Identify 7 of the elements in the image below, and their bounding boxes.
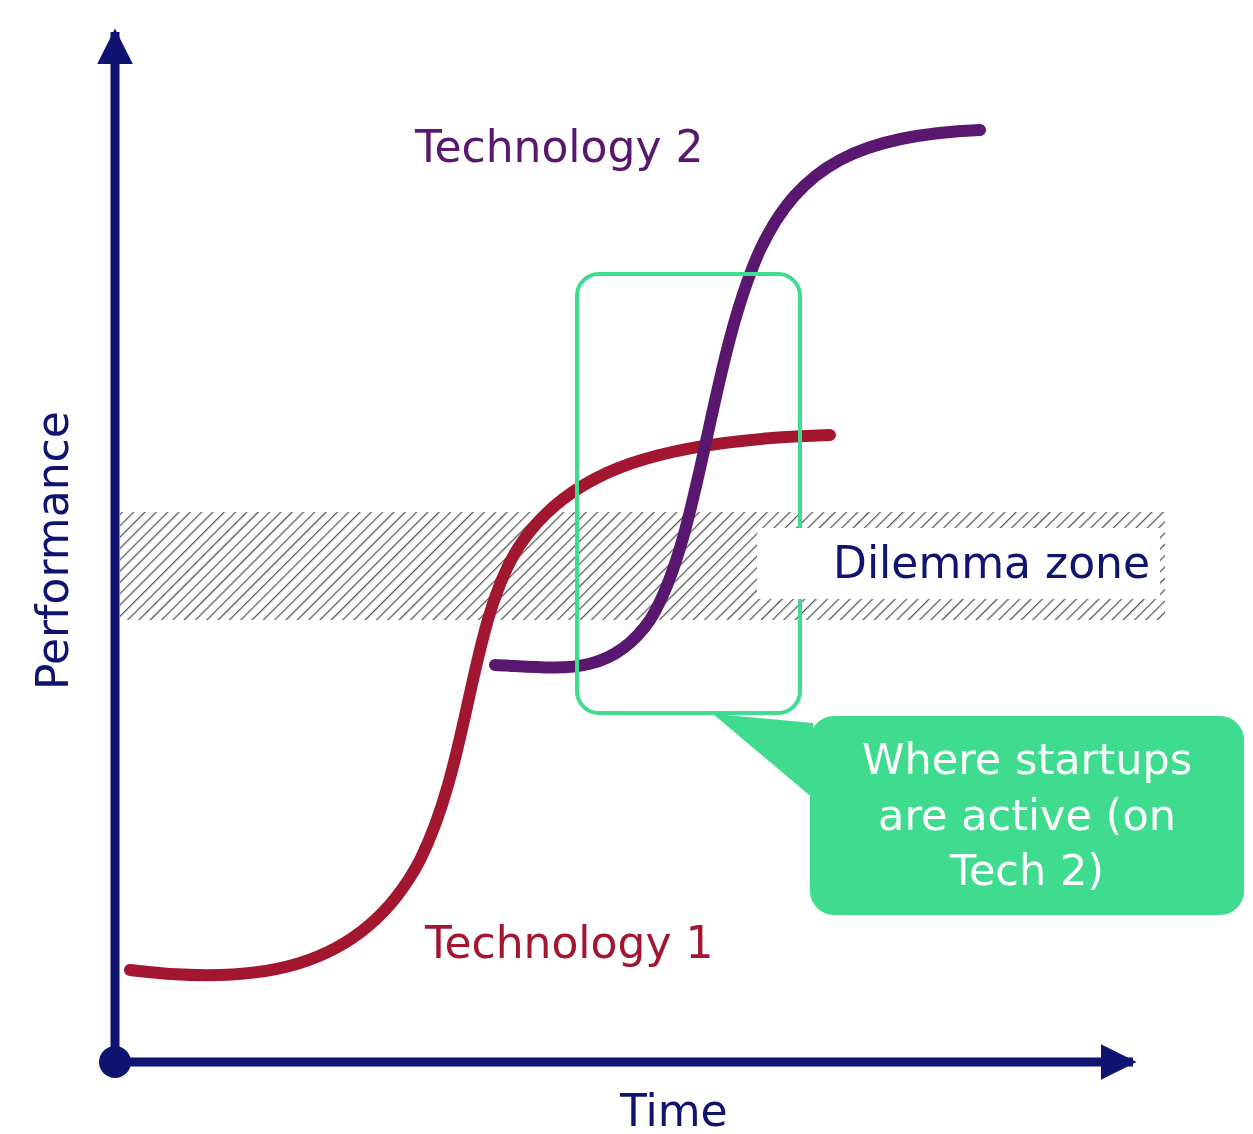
axis-title: Time <box>620 1086 728 1134</box>
callout-text: Where startups are active (on Tech 2) <box>860 732 1194 898</box>
axis-title: Performance <box>28 411 79 690</box>
callout-bubble <box>810 716 1244 915</box>
curve-label: Technology 1 <box>425 918 714 969</box>
curve-label: Technology 2 <box>415 122 704 173</box>
zone-label: Dilemma zone <box>757 528 1160 599</box>
